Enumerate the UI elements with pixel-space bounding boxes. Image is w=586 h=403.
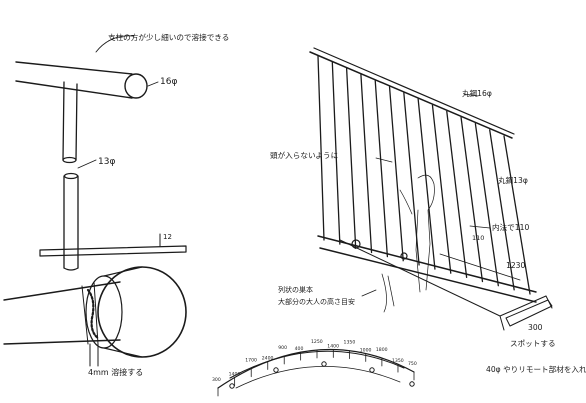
weld-bead xyxy=(86,288,100,340)
label-dim-top: 12 xyxy=(163,233,172,241)
label-length: 1230 xyxy=(506,261,525,270)
arc-tick-group xyxy=(217,349,415,397)
baluster-line xyxy=(503,135,531,295)
arc-tick-label: 1400 xyxy=(327,344,339,350)
baluster-line xyxy=(388,86,404,262)
upper-post-drawing xyxy=(62,81,78,164)
baluster-line xyxy=(417,98,436,270)
arc-tick-label: 300 xyxy=(212,377,221,383)
arc-tick-label: 1000 xyxy=(360,348,372,354)
arc-tick-label: 1700 xyxy=(245,358,257,364)
label-annotation-top: 支柱の方が少し細いので溶接できる xyxy=(108,32,229,42)
label-base-width: 300 xyxy=(528,323,543,332)
baluster-line xyxy=(474,123,499,287)
label-weld-note: 4mm 溶接する xyxy=(88,367,143,377)
baluster-line xyxy=(345,67,357,249)
arc-tick-label: 2400 xyxy=(262,356,274,362)
arc-tick-label: 900 xyxy=(278,345,287,351)
railing-drawing xyxy=(309,47,553,331)
pipe-drawing xyxy=(3,266,187,367)
baluster-line xyxy=(446,110,468,279)
label-spacing-note: 内法で110 xyxy=(492,222,529,232)
arc-tick-label: 750 xyxy=(408,361,417,367)
baluster-line xyxy=(460,116,484,283)
arc-label-group: 300 1400 1700 2400 900 400 1250 1400 1350 1000 180… xyxy=(212,339,417,383)
base-plate-drawing xyxy=(39,233,187,257)
arc-tick-label: 1400 xyxy=(229,372,241,378)
baluster-line xyxy=(489,129,515,291)
arc-tick-label: 1350 xyxy=(344,340,356,346)
baluster-line xyxy=(317,55,325,241)
label-post-diameter: 13φ xyxy=(98,157,115,167)
plan-arc xyxy=(217,349,415,397)
arc-tick-label: 1800 xyxy=(376,347,388,353)
lower-post-drawing xyxy=(63,172,79,271)
arc-tick-label: 1250 xyxy=(311,339,323,345)
label-head-note: 頭が入らないように xyxy=(270,150,338,160)
label-rail-diameter: 16φ xyxy=(160,77,177,87)
baluster-line xyxy=(431,104,452,274)
label-dim-110: 110 xyxy=(472,234,484,242)
label-top-rail: 丸鋼16φ xyxy=(462,88,492,98)
label-base-note: スポットする xyxy=(510,339,556,348)
label-material-note-1: 列状の巣本 xyxy=(278,285,313,294)
baluster-line xyxy=(360,73,373,254)
left-detail xyxy=(3,35,187,367)
baluster-line xyxy=(331,61,341,245)
baluster-line xyxy=(374,79,389,258)
arc-tick-label: 1350 xyxy=(392,358,404,364)
top-rail-drawing xyxy=(15,61,148,99)
arc-tick-label: 400 xyxy=(295,346,304,352)
label-bottom-note: 40φ やりリモート部材を入れる xyxy=(486,364,586,374)
label-baluster: 丸鋼13φ xyxy=(498,175,528,185)
label-material-note-2: 大部分の大人の高さ目安 xyxy=(278,297,355,306)
baluster-group xyxy=(317,55,531,295)
